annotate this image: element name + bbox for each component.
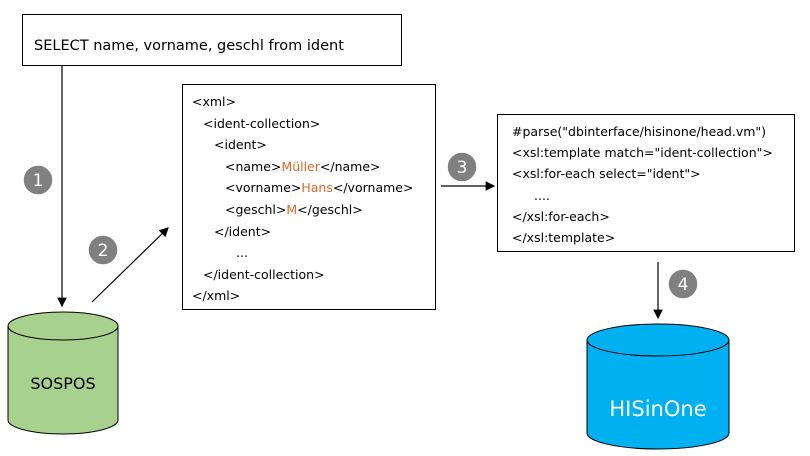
xml-output-box: <xml> <ident-collection> <ident> <name>Müll… [182,84,436,310]
xml-tag: <geschl> [225,202,287,217]
xsl-line: #parse("dbinterface/hisinone/head.vm") [512,124,767,139]
xsl-line: <xsl:for-each select="ident"> [512,166,701,182]
step-3-badge: 3 [446,151,478,183]
xml-tag: ... [236,245,248,261]
step-1-label: 1 [33,171,44,191]
xsl-line: .... [534,187,550,203]
xsl-line: </xsl:template> [512,230,616,245]
sospos-label: SOSPOS [30,374,95,393]
step-2-badge: 2 [87,234,119,266]
xsl-template-box: #parse("dbinterface/hisinone/head.vm") <x… [497,114,795,252]
xsl-line: <xsl:template match="ident-collection"> [512,145,773,161]
xml-value: M [286,202,298,217]
xml-line: <xml> [192,94,236,110]
xml-tag: </name> [319,158,381,174]
xml-tag: </vorname> [332,180,414,196]
sospos-cylinder-top [7,311,119,341]
step-circle [22,164,54,196]
step-circle [667,268,699,300]
xml-tag: <xml> [192,94,236,109]
xml-line: <vorname>Hans</vorname> [225,180,413,196]
xml-line: </ident-collection> [203,267,325,283]
step-1-badge: 1 [22,164,54,196]
xml-tag: </geschl> [297,202,363,217]
step-3-label: 3 [457,158,468,178]
hisinone-label: HISinOne [609,397,706,421]
step-4-badge: 4 [667,268,699,300]
xml-line: <geschl>M</geschl> [225,202,363,218]
xml-line: <ident-collection> [203,116,320,132]
step-2-label: 2 [98,241,109,261]
step-circle [446,151,478,183]
xml-tag: <name> [225,158,282,174]
xml-line: <name>Müller</name> [225,159,381,175]
sospos-cylinder-body [7,325,119,435]
xml-tag: </ident> [214,223,272,239]
xml-line: </xml> [192,288,240,304]
step-4-label: 4 [678,275,689,295]
xml-value: Müller [281,158,320,174]
xml-tag: <vorname> [225,180,302,196]
hisinone-cylinder-body [586,339,730,450]
sql-query-text: SELECT name, vorname, geschl from ident [34,38,344,54]
step-circle [87,234,119,266]
xml-tag: <ident-collection> [203,115,321,131]
xsl-line: </xsl:for-each> [512,208,610,224]
xml-value: Hans [301,180,333,196]
hisinone-cylinder-top [586,323,730,357]
sospos-database: SOSPOS [7,311,119,435]
arrow-sospos-to-xml [91,227,169,303]
xml-line: ... [236,245,248,261]
hisinone-database: HISinOne [586,323,730,450]
xml-tag: <ident> [214,137,267,153]
xml-tag: </ident-collection> [203,266,325,282]
xml-tag: </xml> [192,288,241,304]
sql-query-box: SELECT name, vorname, geschl from ident [22,14,402,66]
xml-line: </ident> [214,224,271,240]
xml-line: <ident> [214,137,267,153]
